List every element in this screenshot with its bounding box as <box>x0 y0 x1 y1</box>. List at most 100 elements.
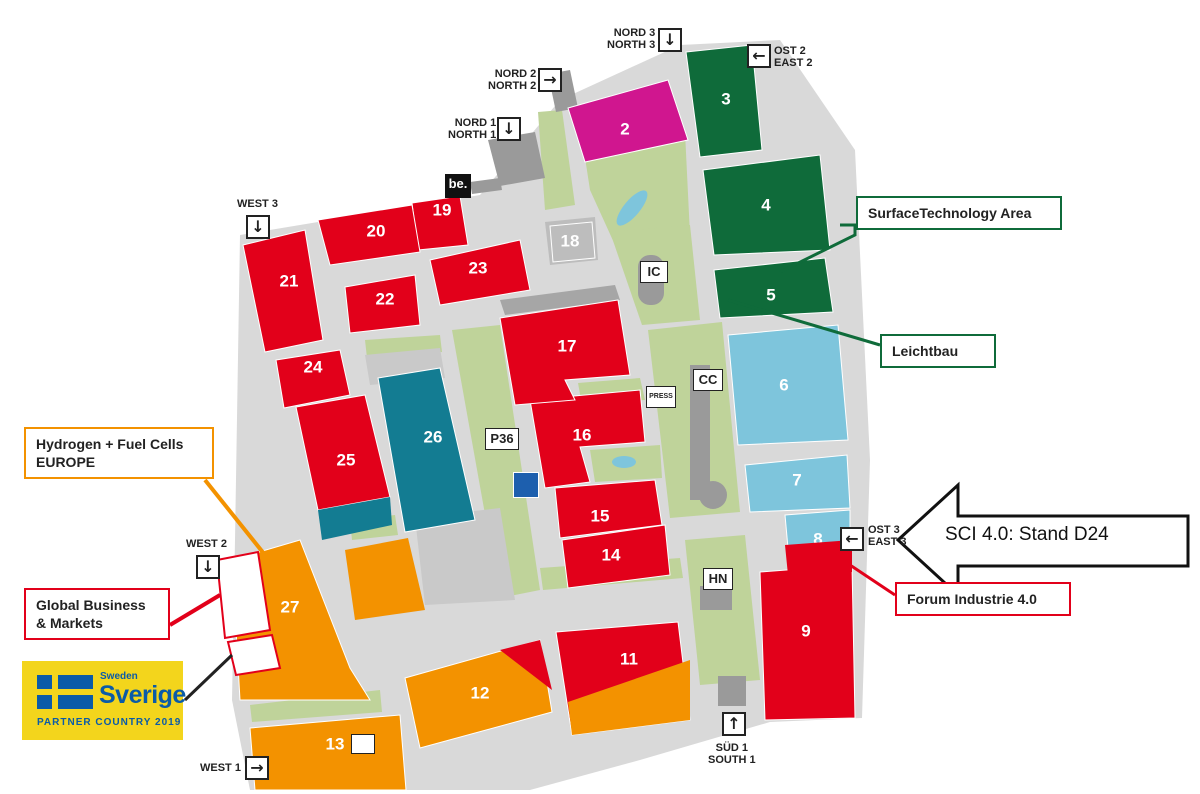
hall-number-22: 22 <box>376 289 395 308</box>
hall-24[interactable] <box>275 349 351 409</box>
hall-number-18: 18 <box>561 231 580 250</box>
hall-number-8: 8 <box>813 529 822 548</box>
hall-number-25: 25 <box>337 450 356 469</box>
annex-upper <box>215 550 272 640</box>
gate-nord2-label-line2: NORTH 2 <box>488 80 537 92</box>
hall-number-23: 23 <box>469 258 488 277</box>
pond-north <box>616 190 648 226</box>
hall-5[interactable] <box>713 257 834 319</box>
gate-nord3-label-line2: NORTH 3 <box>607 39 656 51</box>
gate-ost3-label-line2: EAST 3 <box>868 536 907 548</box>
park-north-strip <box>538 110 575 210</box>
hall-number-20: 20 <box>367 221 386 240</box>
gate-ost2-arrow-icon: ← <box>747 44 771 68</box>
hall-orange-block <box>345 538 425 620</box>
parking-p36-icon <box>513 472 539 498</box>
surface-technology-label: SurfaceTechnology Area <box>856 196 1062 230</box>
hall-number-26: 26 <box>424 427 443 446</box>
hall-11-orange-part <box>568 660 690 735</box>
hall-12-red-part <box>500 640 552 690</box>
gate-west3-label: WEST 3 <box>237 198 278 210</box>
stand-callout-text: SCI 4.0: Stand D24 <box>945 524 1109 545</box>
forum-industrie-label-line1: Forum Industrie 4.0 <box>907 591 1037 607</box>
surface-technology-label-line1: SurfaceTechnology Area <box>868 205 1032 221</box>
hall-16[interactable] <box>529 389 646 489</box>
facility-press-label: PRESS <box>646 386 676 408</box>
hall-number-3: 3 <box>721 89 730 108</box>
gray-cc-dome <box>699 481 727 509</box>
hall-21[interactable] <box>242 229 324 353</box>
gate-nord1-label-line1: NORD 1 <box>454 117 497 129</box>
leichtbau-label-line1: Leichtbau <box>892 343 959 359</box>
gate-ost2-label-line1: OST 2 <box>774 45 806 57</box>
gate-ost3-label-line1: OST 3 <box>868 524 900 536</box>
gate-nord2-label-line1: NORD 2 <box>494 68 537 80</box>
hall-number-17: 17 <box>558 336 577 355</box>
facility-be-logo: be. <box>445 174 471 198</box>
hall-2[interactable] <box>567 79 689 163</box>
hall-7[interactable] <box>744 454 851 513</box>
hall-3[interactable] <box>685 44 763 158</box>
hall-20[interactable] <box>317 204 421 266</box>
global-business-label-line1: Global Business <box>36 597 146 613</box>
hydrogen-leader-line <box>203 478 287 582</box>
gate-ost2-label-line2: EAST 2 <box>774 57 813 69</box>
hall-4[interactable] <box>702 154 831 256</box>
gray-hn-building <box>700 586 732 610</box>
swedish-flag-icon <box>37 675 93 709</box>
hall-number-7: 7 <box>792 470 801 489</box>
gate-sued1-label-line2: SOUTH 1 <box>708 754 756 766</box>
hall-17[interactable] <box>499 299 631 406</box>
gate-west2-arrow-icon: ↓ <box>196 555 220 579</box>
partner-small-label: Sweden <box>100 671 138 682</box>
gate-sued1-arrow-icon: ↑ <box>722 712 746 736</box>
hall-number-13: 13 <box>326 734 345 753</box>
hall-9[interactable] <box>759 564 856 721</box>
hall-number-9: 9 <box>801 621 810 640</box>
global-business-label-line2: & Markets <box>36 615 103 631</box>
hall-number-2: 2 <box>620 119 629 138</box>
gate-nord3-label-line1: NORD 3 <box>613 27 656 39</box>
global-business-label: Global Business & Markets <box>24 588 170 640</box>
global-leader-line <box>168 593 222 627</box>
hall-number-16: 16 <box>573 425 592 444</box>
partner-leader-line <box>183 653 234 702</box>
pond-central <box>612 456 636 468</box>
hall-23[interactable] <box>429 239 531 306</box>
leichtbau-leader-line <box>727 298 881 347</box>
hall-number-24: 24 <box>304 357 323 376</box>
gate-west1-label: WEST 1 <box>200 762 241 774</box>
hall-number-5: 5 <box>766 285 775 304</box>
gray-entrance-sued <box>718 676 746 706</box>
hall-15[interactable] <box>554 479 663 539</box>
hall-26[interactable] <box>377 367 476 533</box>
hall-12[interactable] <box>404 639 553 749</box>
gray-block-south <box>415 508 515 605</box>
annex-lower <box>226 633 282 677</box>
gate-west3-label-line1: WEST 3 <box>237 198 278 210</box>
hall-18[interactable] <box>549 221 596 263</box>
gate-ost3-arrow-icon: ← <box>840 527 864 551</box>
gate-nord3-arrow-icon: ↓ <box>658 28 682 52</box>
park-east-north <box>582 132 690 245</box>
hall-number-12: 12 <box>471 683 490 702</box>
hydrogen-fuel-cells-label-line1: Hydrogen + Fuel Cells <box>36 436 184 452</box>
hall-14[interactable] <box>561 524 671 589</box>
hall-6[interactable] <box>727 324 849 446</box>
gate-nord1-label-line2: NORTH 1 <box>448 129 497 141</box>
gray-block-roof-17 <box>500 285 620 315</box>
hall-number-15: 15 <box>591 506 610 525</box>
hydrogen-fuel-cells-label-line2: EUROPE <box>36 454 96 470</box>
forum-leader-line <box>819 543 896 597</box>
hall-22[interactable] <box>344 274 421 334</box>
gray-cc-building <box>690 365 710 500</box>
hall-number-14: 14 <box>602 545 621 564</box>
hall-13-logo-icon <box>351 734 375 754</box>
facility-cc-label: CC <box>693 369 723 391</box>
partner-country-line: PARTNER COUNTRY 2019 <box>37 717 182 728</box>
